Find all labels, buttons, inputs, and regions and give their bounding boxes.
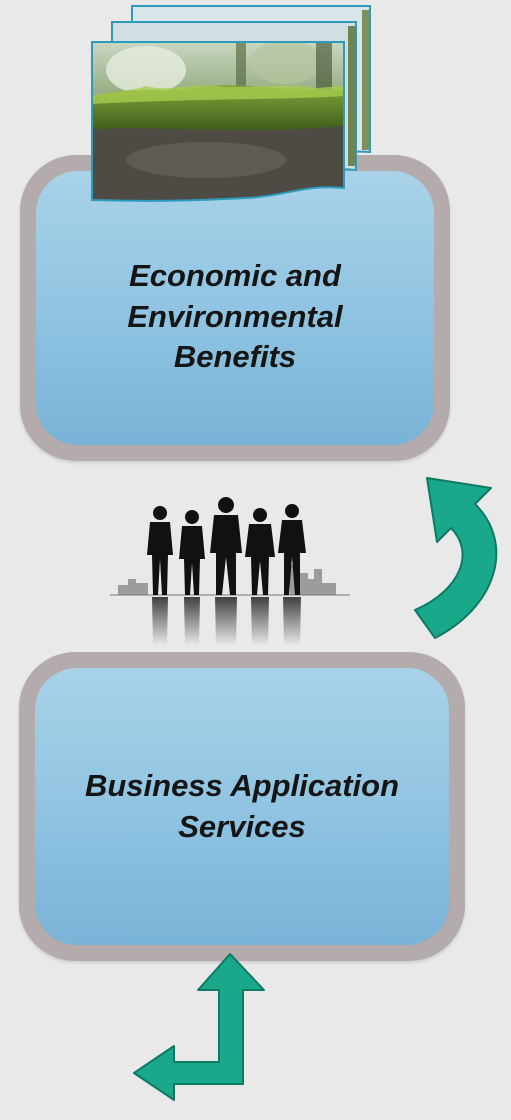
photo-frame-front bbox=[91, 41, 345, 202]
business-people-silhouette-icon bbox=[110, 497, 350, 645]
benefits-box-fill: Economic and Environmental Benefits bbox=[36, 171, 434, 445]
bent-double-arrow-icon bbox=[133, 953, 265, 1101]
business-services-box: Business Application Services bbox=[19, 652, 465, 961]
business-services-box-label: Business Application Services bbox=[84, 767, 400, 844]
benefits-box-label: Economic and Environmental Benefits bbox=[127, 257, 343, 375]
moss-photo-stack-icon bbox=[91, 5, 371, 202]
benefits-box: Economic and Environmental Benefits bbox=[20, 155, 450, 461]
curved-arrow-up-icon bbox=[414, 477, 498, 639]
business-services-box-fill: Business Application Services bbox=[35, 668, 449, 945]
